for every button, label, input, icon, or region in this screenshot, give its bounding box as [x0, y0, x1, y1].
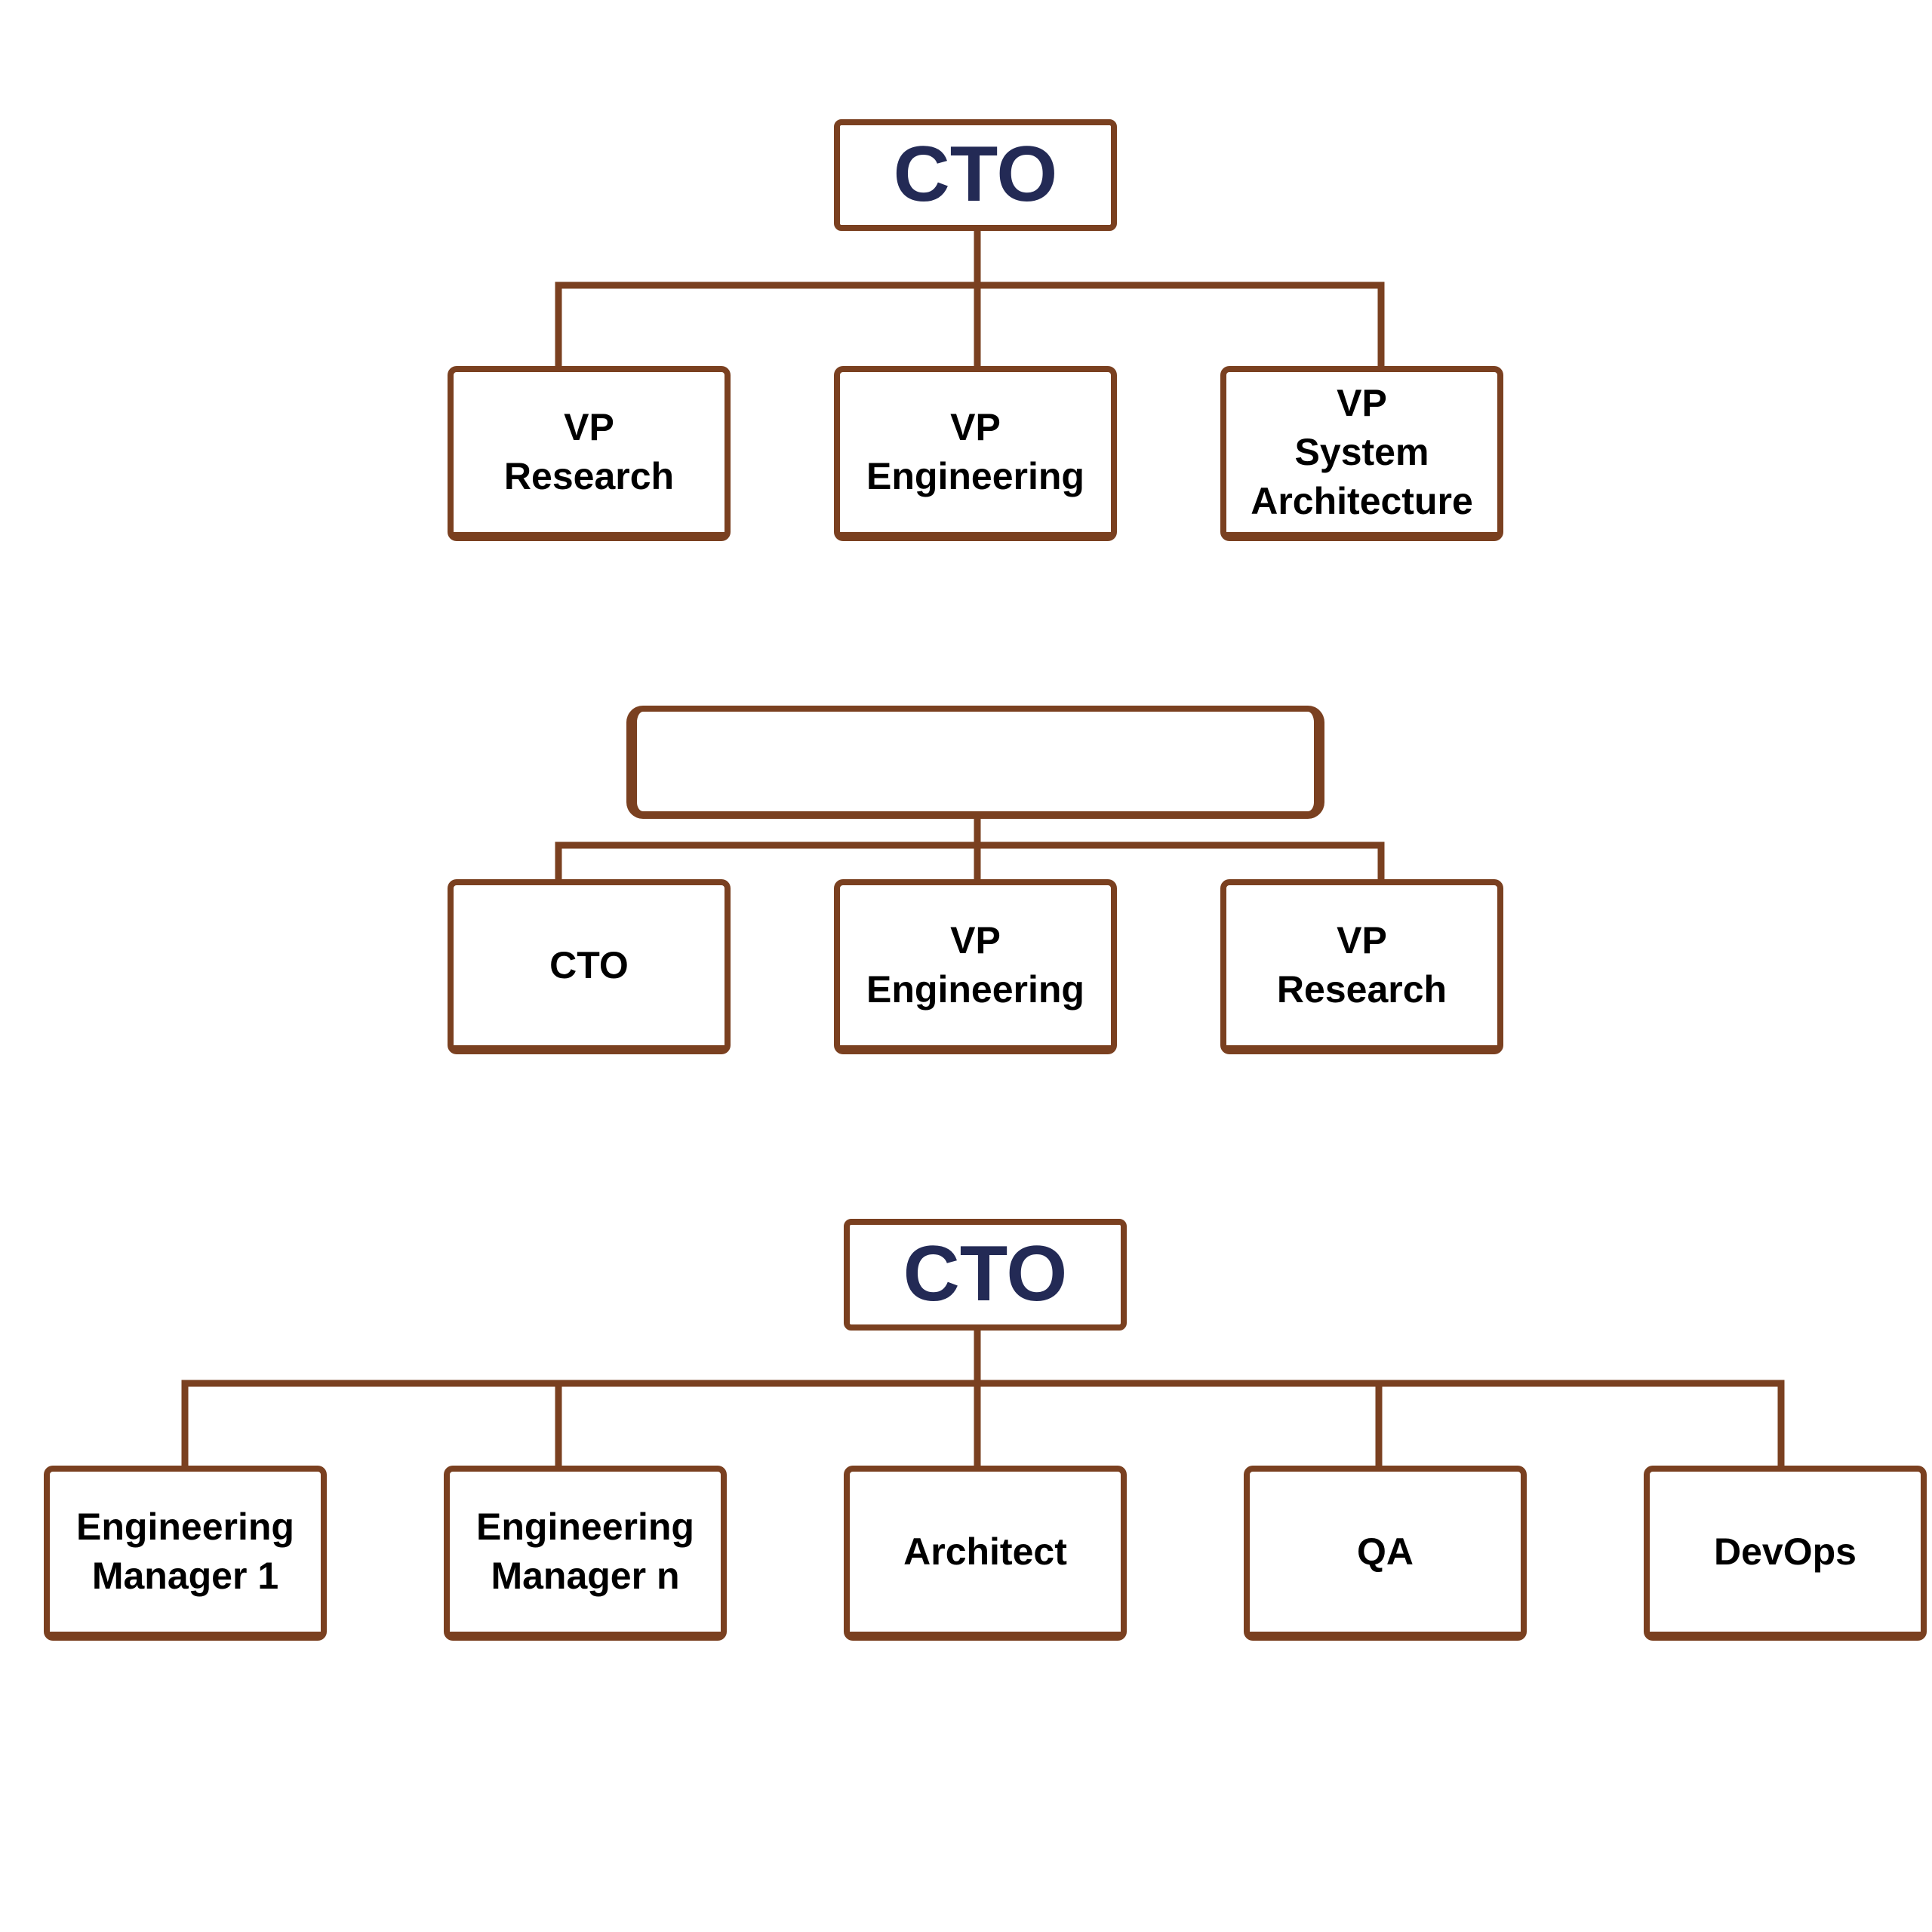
bottom-child-node-1: Engineering Manager 1: [44, 1466, 327, 1641]
bottom-child-node-4: QA: [1244, 1466, 1527, 1641]
top-child-node-1: VP Research: [448, 366, 731, 541]
middle-child-node-3: VP Research: [1220, 879, 1503, 1054]
bottom-root-node: CTO: [844, 1219, 1127, 1331]
middle-child-node-2: VP Engineering: [834, 879, 1117, 1054]
bottom-child-node-2: Engineering Manager n: [444, 1466, 727, 1641]
top-child-label-3: VP System Architecture: [1251, 381, 1473, 522]
bottom-child-label-1: Engineering Manager 1: [76, 1506, 294, 1597]
top-child-node-2: VP Engineering: [834, 366, 1117, 541]
middle-child-node-1: CTO: [448, 879, 731, 1054]
top-root-node: CTO: [834, 119, 1117, 231]
middle-root-node: [626, 706, 1324, 819]
bottom-child-node-3: Architect: [844, 1466, 1127, 1641]
top-root-label: CTO: [893, 131, 1058, 219]
bottom-child-label-2: Engineering Manager n: [476, 1506, 694, 1597]
middle-child-label-3: VP Research: [1276, 919, 1447, 1011]
bottom-child-label-3: Architect: [903, 1530, 1067, 1573]
bottom-root-label: CTO: [903, 1230, 1068, 1318]
top-child-label-2: VP Engineering: [866, 406, 1084, 497]
top-child-label-1: VP Research: [503, 406, 675, 497]
middle-child-label-2: VP Engineering: [866, 919, 1084, 1011]
bottom-child-label-4: QA: [1357, 1530, 1414, 1573]
top-child-node-3: VP System Architecture: [1220, 366, 1503, 541]
middle-child-label-1: CTO: [549, 943, 629, 986]
bottom-child-label-5: DevOps: [1714, 1530, 1857, 1573]
bottom-child-node-5: DevOps: [1644, 1466, 1927, 1641]
